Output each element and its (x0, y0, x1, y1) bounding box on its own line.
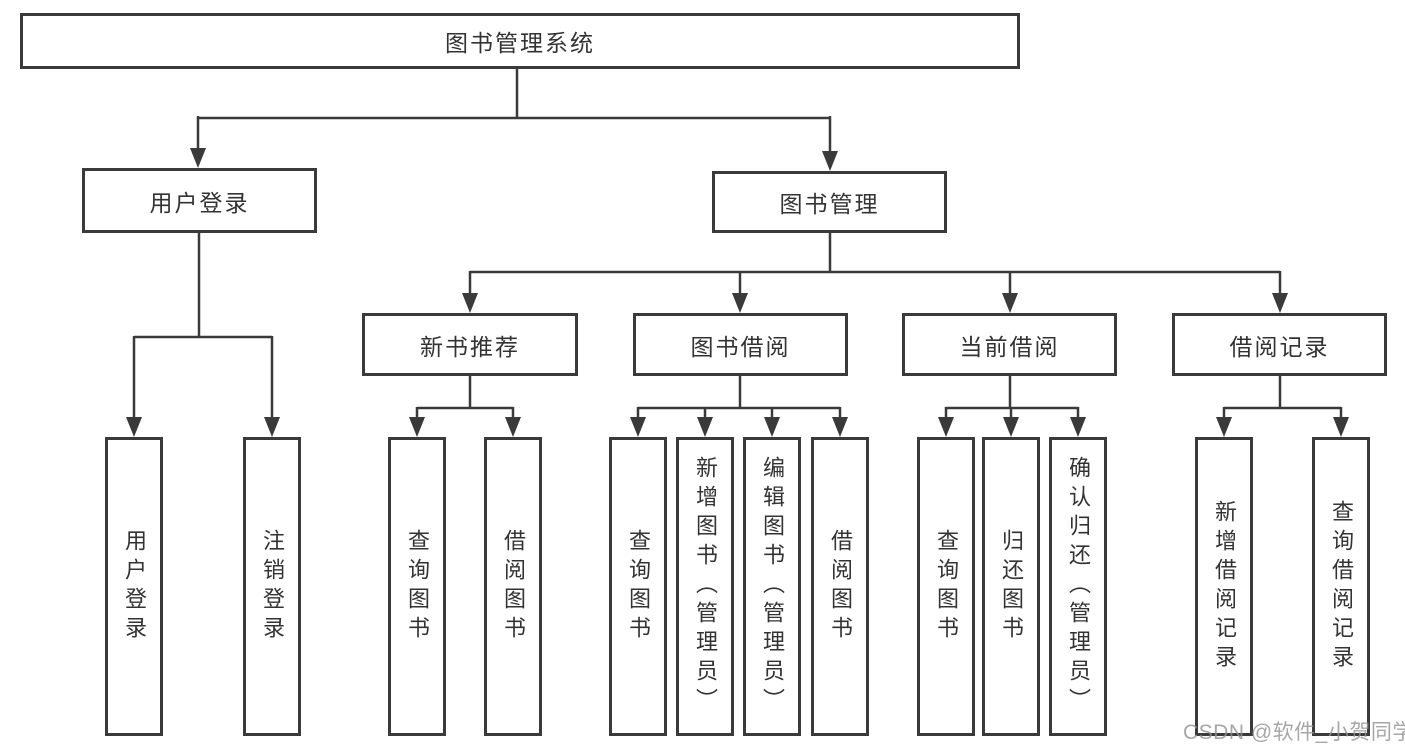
node-borrow-records: 借阅记录 (1172, 313, 1387, 376)
node-book-management: 图书管理 (712, 171, 947, 233)
node-leaf-logout: 注销登录 (243, 437, 301, 736)
node-leaf-add-borrow-record: 新增借阅记录 (1195, 437, 1253, 736)
node-leaf-confirm-return-admin: 确认归还（管理员） (1049, 437, 1107, 736)
node-leaf-query-book-current: 查询图书 (917, 437, 975, 736)
node-leaf-query-book-borrow: 查询图书 (609, 437, 667, 736)
node-leaf-edit-book-admin: 编辑图书（管理员） (743, 437, 801, 736)
node-leaf-user-login: 用户登录 (105, 437, 163, 736)
node-leaf-query-borrow-record: 查询借阅记录 (1312, 437, 1370, 736)
csdn-watermark: CSDN @软件_小贺同学 (1183, 721, 1405, 744)
node-leaf-query-book-newbook: 查询图书 (388, 437, 446, 736)
node-leaf-return-book: 归还图书 (982, 437, 1040, 736)
node-current-borrow: 当前借阅 (902, 313, 1117, 376)
node-leaf-borrow-book-newbook: 借阅图书 (484, 437, 542, 736)
node-leaf-add-book-admin: 新增图书（管理员） (676, 437, 734, 736)
arrowhead-icons (126, 148, 1349, 437)
node-new-book-recommend: 新书推荐 (362, 313, 578, 376)
node-leaf-borrow-book: 借阅图书 (811, 437, 869, 736)
node-user-login: 用户登录 (82, 168, 317, 233)
node-book-borrow: 图书借阅 (633, 313, 848, 376)
node-library-system: 图书管理系统 (20, 13, 1020, 69)
